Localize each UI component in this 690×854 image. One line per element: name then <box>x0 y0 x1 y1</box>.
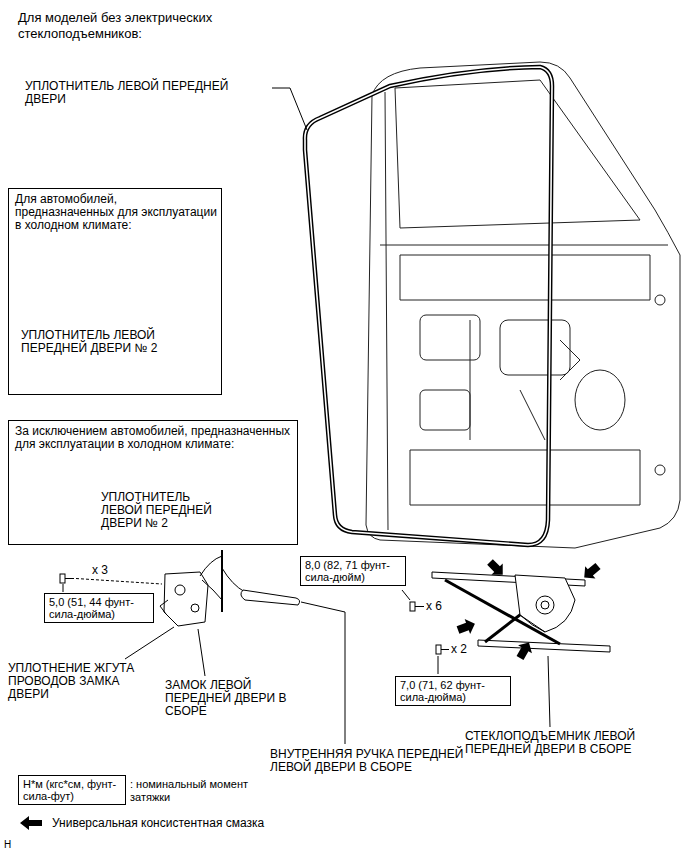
leader-line <box>198 629 205 676</box>
speaker-hole <box>575 370 625 430</box>
figure-code: H <box>4 838 11 851</box>
service-hole <box>500 320 570 375</box>
box-text: За исключением автомобилей, предназначен… <box>15 425 293 451</box>
part-name: ВНУТРЕННЯЯ РУЧКА ПЕРЕДНЕЙ ЛЕВОЙ ДВЕРИ В … <box>270 748 470 774</box>
door-rib <box>470 320 545 440</box>
door-seal <box>305 67 552 545</box>
service-hole <box>420 315 480 360</box>
door-lock <box>160 572 208 626</box>
grease-arrow <box>455 556 603 662</box>
leader-line <box>63 584 64 592</box>
leader-line <box>272 88 307 130</box>
legend-torque-box: Н*м (кгс*см, фунт-сила-фут) <box>18 775 126 805</box>
legend-item: Универсальная консистентная смазка <box>18 816 264 830</box>
torque-box: 7,0 (71, 62 фунт-сила-дюйма) <box>395 676 511 706</box>
door-outline <box>366 62 680 548</box>
torque-box: 8,0 (82, 71 фунт-сила-дюйм) <box>300 556 406 586</box>
leader-line <box>438 656 439 674</box>
window-opening <box>395 80 640 228</box>
door-rib <box>560 340 580 380</box>
bolt <box>410 602 424 611</box>
door-inner-panel <box>400 255 650 300</box>
torque-box: 5,0 (51, 44 фунт-сила-дюйма) <box>44 593 154 623</box>
leader-line <box>301 602 345 744</box>
box-text: 7,0 (71, 62 фунт-сила-дюйма) <box>400 679 506 703</box>
inside-handle <box>200 550 300 612</box>
box-text: Для автомобилей, предназначенных для экс… <box>15 193 217 232</box>
quantity-mark: x 6 <box>426 600 442 613</box>
bolt <box>436 645 449 654</box>
door-lower-panel <box>410 450 640 505</box>
part-name: УПЛОТНИТЕЛЬ ЛЕВОЙ ПЕРЕДНЕЙ ДВЕРИ <box>25 80 265 106</box>
legend-note: : номинальный момент затяжки <box>130 778 250 804</box>
quantity-mark: x 3 <box>92 564 108 577</box>
box-text: 5,0 (51, 44 фунт-сила-дюйма) <box>49 596 149 620</box>
hinge-hole <box>655 295 665 305</box>
hinge-hole <box>655 465 665 475</box>
door-seal-inner <box>305 67 552 545</box>
variant-box: За исключением автомобилей, предназначен… <box>8 420 298 545</box>
legend-text: Универсальная консистентная смазка <box>52 817 264 830</box>
diagram-title: Для моделей без электрических стеклоподъ… <box>18 10 288 42</box>
leader-line <box>402 590 410 600</box>
leader-line <box>548 656 550 727</box>
grease-arrow-symbol <box>18 816 44 830</box>
box-text: 8,0 (82, 71 фунт-сила-дюйм) <box>305 559 401 583</box>
door-edge <box>385 92 388 530</box>
box-text: Н*м (кгс*см, фунт-сила-фут) <box>23 778 121 802</box>
window-regulator <box>432 572 610 652</box>
grease-arrow <box>20 816 42 830</box>
service-hole <box>420 390 470 430</box>
variant-box: Для автомобилей, предназначенных для экс… <box>8 188 222 395</box>
assembly-line <box>76 579 162 585</box>
part-name: УПЛОТНИТЕЛЬ ЛЕВОЙ ПЕРЕДНЕЙ ДВЕРИ № 2 <box>101 491 231 530</box>
leader-line <box>125 627 174 659</box>
part-name: УПЛОТНЕНИЕ ЖГУТА ПРОВОДОВ ЗАМКА ДВЕРИ <box>8 662 148 701</box>
door-beltline <box>380 245 668 246</box>
door-panel <box>366 62 680 548</box>
part-name: УПЛОТНИТЕЛЬ ЛЕВОЙ ПЕРЕДНЕЙ ДВЕРИ № 2 <box>21 329 171 355</box>
quantity-mark: x 2 <box>451 643 467 656</box>
part-name: СТЕКЛОПОДЪЕМНИК ЛЕВОЙ ПЕРЕДНЕЙ ДВЕРИ В С… <box>465 730 675 756</box>
bolt <box>60 574 74 583</box>
part-name: ЗАМОК ЛЕВОЙ ПЕРЕДНЕЙ ДВЕРИ В СБОРЕ <box>165 679 315 718</box>
